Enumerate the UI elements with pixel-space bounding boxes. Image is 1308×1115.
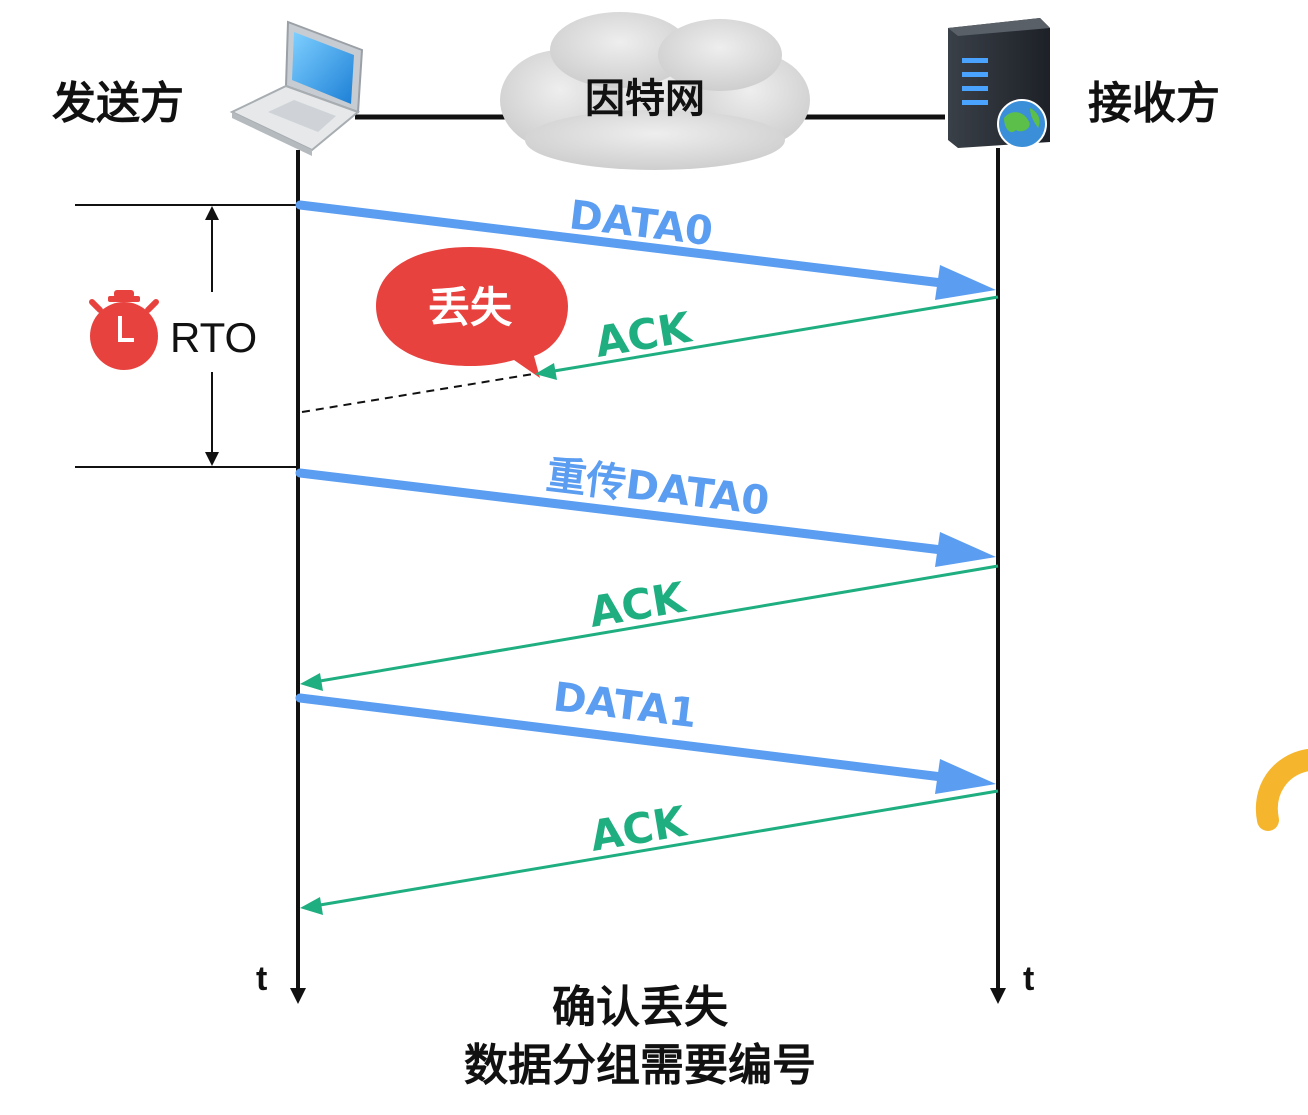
- msg-ack-2-label: ACK: [586, 572, 690, 636]
- msg-ack-lost-arrow: [535, 295, 999, 380]
- rto-label: RTO: [170, 314, 257, 361]
- msg-ack-3-arrow: [300, 789, 999, 915]
- stopwatch-icon: [89, 290, 159, 370]
- laptop-icon: [229, 20, 364, 156]
- rto-up-arrowhead: [205, 206, 219, 220]
- receiver-timeline-arrowhead: [990, 988, 1006, 1004]
- globe-icon: [997, 99, 1047, 149]
- network-label: 因特网: [585, 76, 705, 122]
- internet-cloud-icon: [500, 12, 810, 170]
- loss-bubble: [376, 247, 568, 378]
- caption-line-2: 数据分组需要编号: [464, 1040, 816, 1091]
- receiver-label: 接收方: [1088, 78, 1220, 129]
- rto-down-arrowhead: [205, 452, 219, 466]
- lost-ack-dashed-line: [301, 373, 534, 413]
- msg-data0-label: DATA0: [567, 192, 716, 255]
- msg-ack-3-label: ACK: [587, 796, 691, 860]
- receiver-time-label: t: [1023, 960, 1034, 998]
- sender-time-label: t: [256, 960, 267, 998]
- sender-timeline-arrowhead: [290, 988, 306, 1004]
- msg-data1-arrow: [295, 693, 996, 794]
- msg-ack-2-arrow: [300, 564, 999, 691]
- msg-data0-arrow: [295, 200, 996, 300]
- sender-label: 发送方: [52, 78, 184, 129]
- msg-ack-lost-label: ACK: [592, 302, 696, 366]
- msg-retransmit-data0-arrow: [295, 468, 996, 567]
- loss-label: 丢失: [428, 283, 513, 332]
- caption-line-1: 确认丢失: [552, 982, 729, 1033]
- decorative-arc-shape: [1255, 749, 1308, 831]
